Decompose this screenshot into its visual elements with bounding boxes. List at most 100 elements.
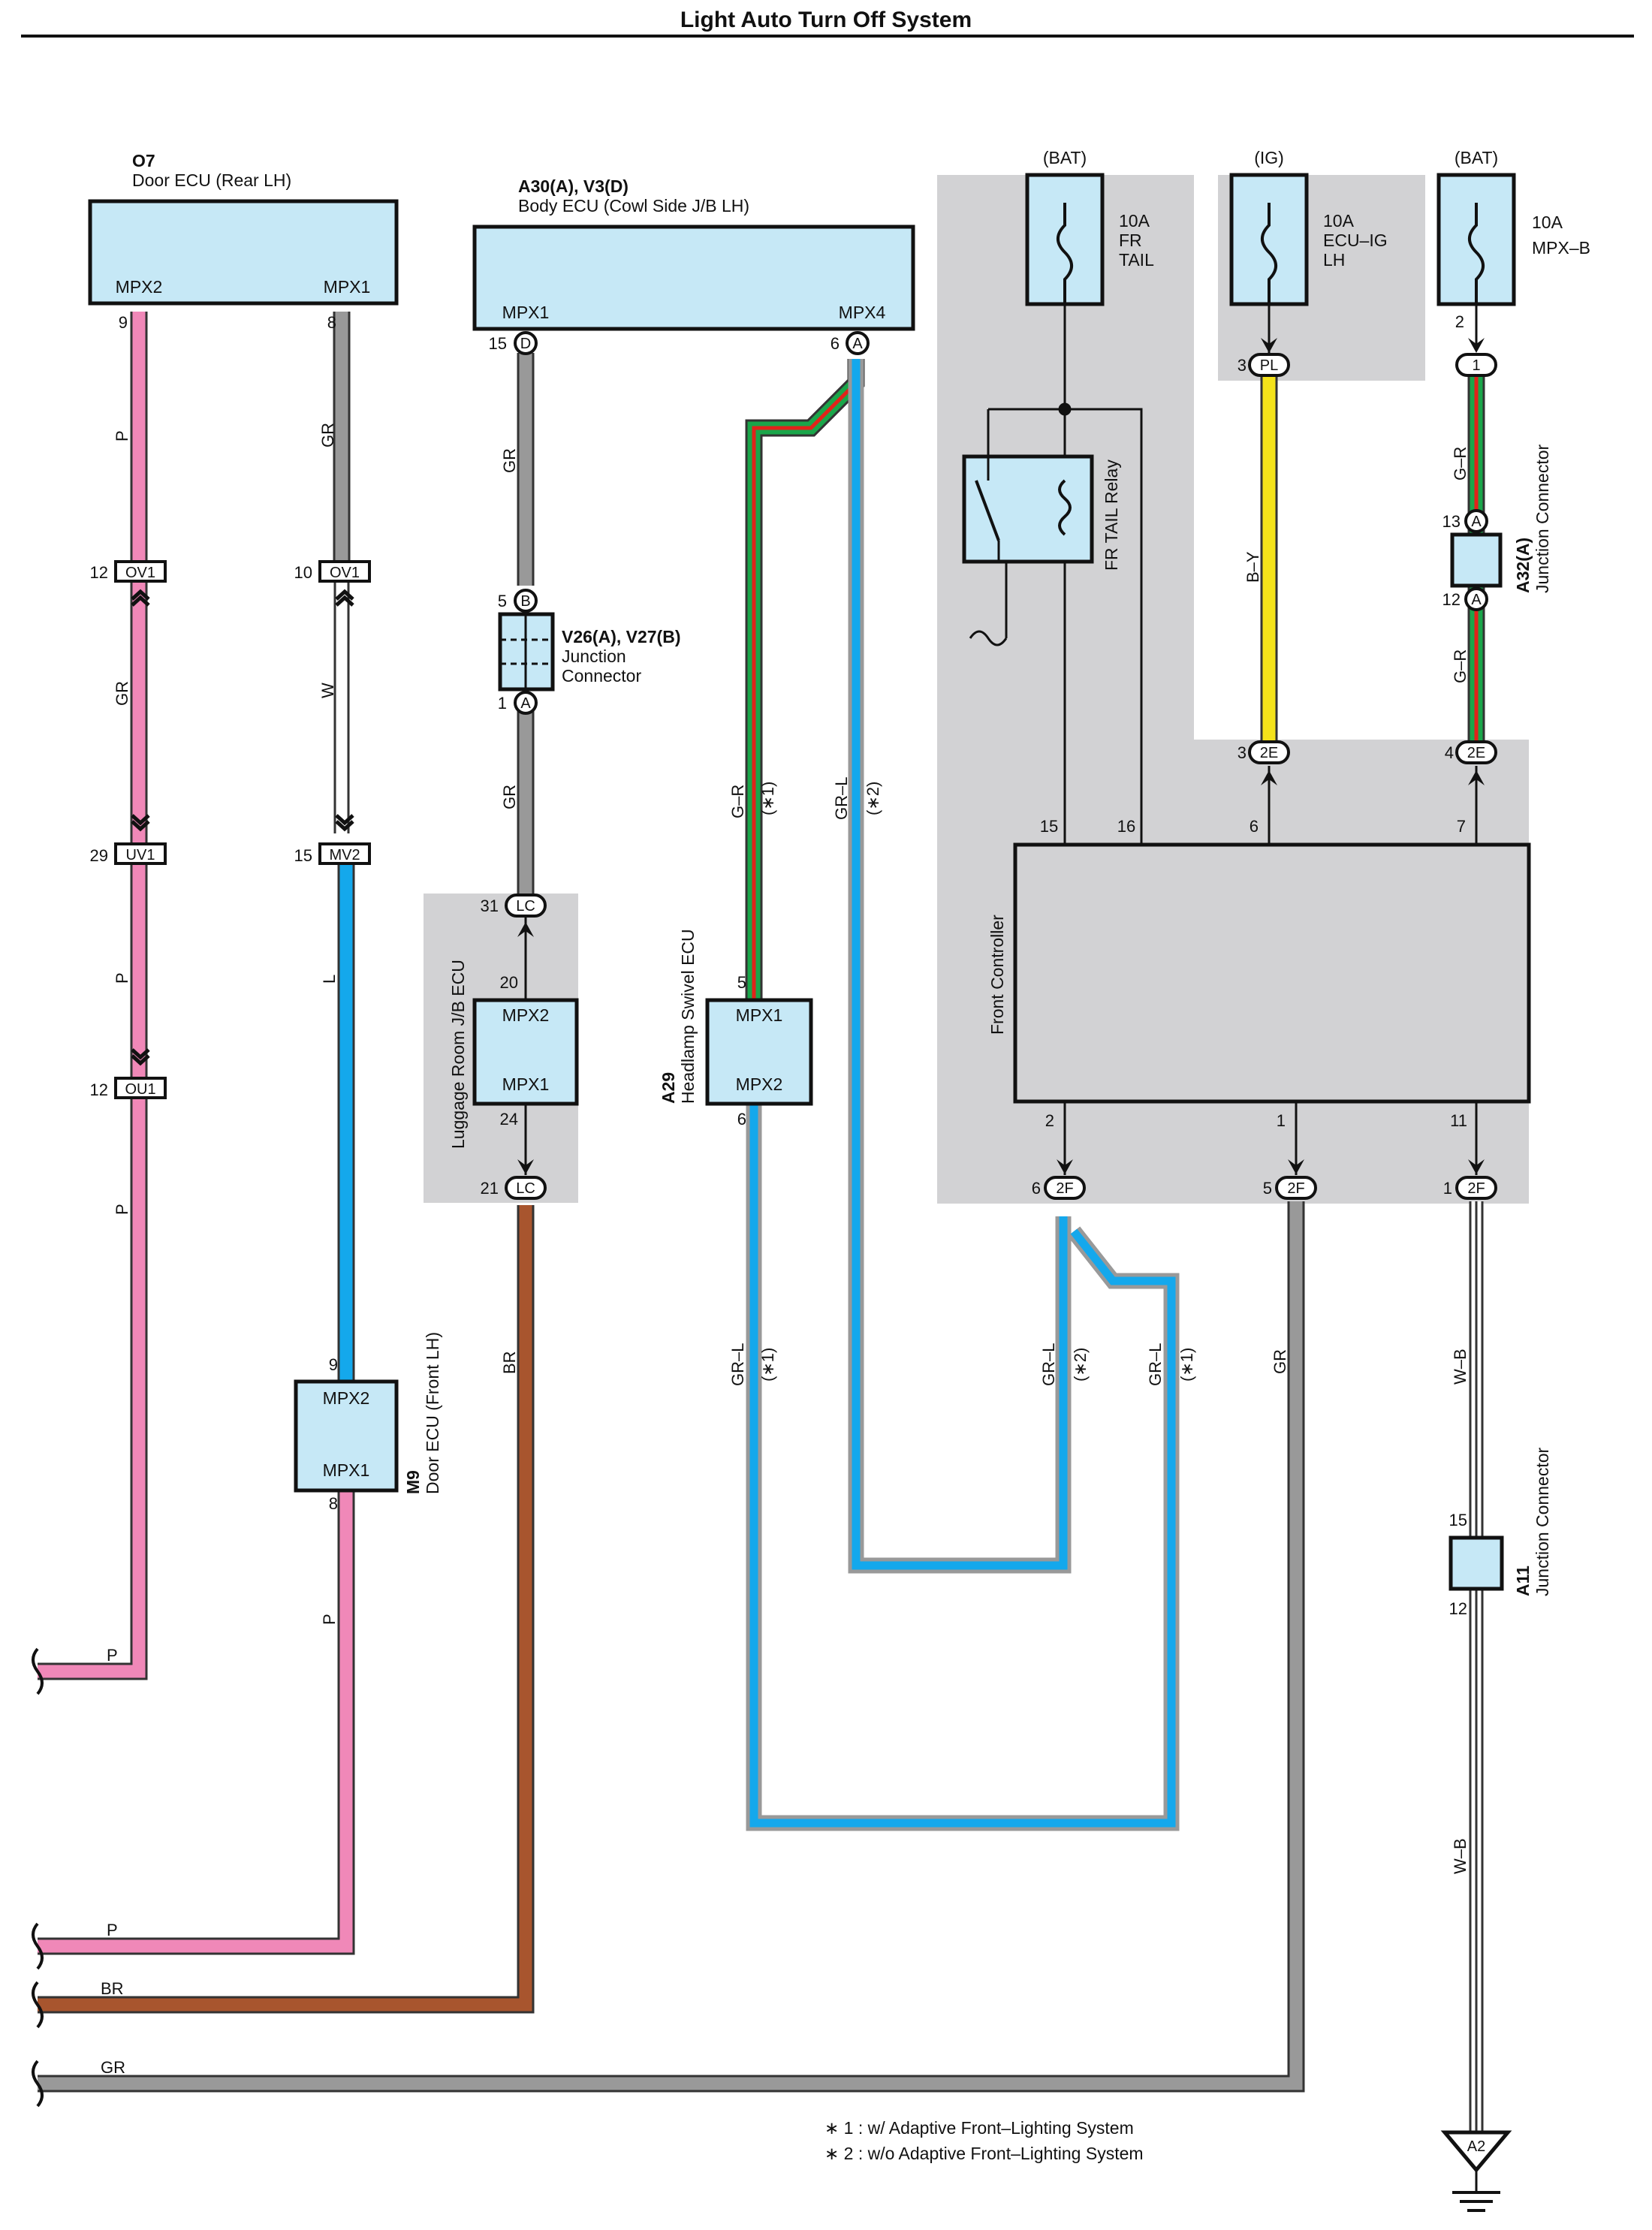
connector-ov1-left: 12 OV1 (90, 560, 167, 605)
a32-conn-bot (1464, 587, 1488, 611)
v26-name1: Junction (562, 646, 626, 666)
wire-gr-bottom (38, 1201, 1305, 2093)
o7-pin-mpx1: MPX1 (324, 277, 371, 297)
2f-b-pin: 5 (1263, 1179, 1272, 1198)
lc-top-id: LC (516, 898, 535, 915)
ground-a2: A2 (1440, 2130, 1512, 2212)
v26-bot-pin: 1 (498, 694, 507, 713)
fuse-1-line2: FR (1119, 231, 1142, 250)
a32-conn-top (1464, 509, 1488, 533)
wl-l: L (320, 975, 339, 984)
2e-right-id: 2E (1467, 745, 1485, 761)
v26-conn-a-label: A (520, 695, 531, 712)
wire-o7-mpx1 (38, 312, 355, 1955)
2e-left-id: 2E (1260, 745, 1278, 761)
fuse-2-source: (IG) (1254, 148, 1284, 167)
wl-note2-a: (∗2) (864, 782, 882, 815)
conn-d (514, 331, 538, 355)
fc-pin-1: 1 (1277, 1111, 1286, 1130)
ov1-right-pin: 10 (294, 563, 312, 582)
luggage-room-jb-ecu: MPX2 MPX1 20 24 Luggage Room J/B ECU (448, 960, 579, 1149)
o7-pin-no-9: 9 (119, 313, 128, 332)
m9-code: M9 (403, 1470, 423, 1494)
2f-b-id: 2F (1287, 1180, 1304, 1197)
m9-name: Door ECU (Front LH) (423, 1332, 442, 1494)
headlamp-pin-no-5: 5 (737, 973, 746, 992)
wl-w: W (318, 683, 337, 698)
wl-w-b-1: W–B (1451, 1349, 1470, 1385)
wl-g-r-bot: G–R (1451, 649, 1470, 683)
luggage-pin-mpx1: MPX1 (502, 1074, 550, 1094)
ov1-left-pin: 12 (90, 563, 108, 582)
lc-bot-id: LC (516, 1180, 535, 1197)
wl-gr-h: GR (101, 2058, 125, 2077)
front-controller: Front Controller 15 16 6 7 2 1 11 (987, 817, 1531, 1130)
fc-pin-11: 11 (1450, 1111, 1467, 1130)
connector-lc-bot: 21 LC (481, 1159, 547, 1200)
fc-pin-6: 6 (1250, 817, 1259, 836)
door-ecu-front-lh: MPX2 MPX1 9 8 M9 Door ECU (Front LH) (294, 1332, 442, 1513)
wl-gr-l-mid: GR–L (832, 777, 851, 820)
luggage-pin-no-24: 24 (500, 1110, 518, 1129)
ov1-right-id: OV1 (330, 565, 360, 581)
wl-p-2: P (113, 972, 131, 984)
footnotes: ∗ 1 : w/ Adaptive Front–Lighting System … (824, 2118, 1144, 2163)
o7-name: Door ECU (Rear LH) (132, 170, 291, 190)
body-ecu-pin-mpx1: MPX1 (502, 303, 550, 322)
wl-note1-a: (∗1) (758, 782, 777, 815)
wl-note1-c: (∗1) (1177, 1348, 1196, 1382)
a32-top-pin: 13 (1442, 512, 1461, 531)
mv2-pin: 15 (294, 846, 312, 865)
wire-gr-l-1 (746, 1104, 1180, 1831)
body-ecu-pin-mpx4: MPX4 (839, 303, 886, 322)
wl-gr-right: GR (1271, 1349, 1289, 1374)
body-ecu-name: Body ECU (Cowl Side J/B LH) (518, 196, 749, 215)
fr-tail-relay: FR TAIL Relay (962, 454, 1121, 571)
body-ecu-code: A30(A), V3(D) (518, 176, 629, 196)
a32-conn-bot-label: A (1471, 592, 1482, 608)
connector-2f-c: 1 2F (1443, 1159, 1497, 1200)
fuse-1-rating: 10A (1119, 211, 1150, 231)
m9-pin-no-9: 9 (329, 1355, 338, 1374)
2f-a-pin: 6 (1032, 1179, 1041, 1198)
fuse-3-source: (BAT) (1455, 148, 1498, 167)
wl-b-y: B–Y (1244, 551, 1262, 583)
junction-a32: 13 A 12 A A32(A) Junction Connector (1442, 444, 1552, 611)
2e-left-pin: 3 (1237, 743, 1247, 762)
a32-conn-top-label: A (1471, 514, 1482, 530)
m9-pin-mpx1: MPX1 (323, 1460, 370, 1480)
wl-p-5: P (107, 1646, 118, 1665)
a11-name: Junction Connector (1533, 1447, 1552, 1596)
fuse-3-line2: MPX–B (1532, 238, 1590, 258)
fuse-1-source: (BAT) (1043, 148, 1087, 167)
conn-a (846, 331, 870, 355)
mv2-id: MV2 (329, 847, 360, 863)
wl-g-r-mid: G–R (728, 785, 747, 818)
wire-green-red (745, 359, 865, 1000)
wl-p-1: P (113, 430, 131, 441)
pl-id: PL (1260, 357, 1278, 374)
fc-pin-2: 2 (1045, 1111, 1054, 1130)
2e-right-pin: 4 (1445, 743, 1454, 762)
body-ecu-pin-no-15: 15 (489, 334, 507, 353)
connector-mv2: 15 MV2 (294, 815, 371, 865)
uv1-pin: 29 (90, 846, 108, 865)
o7-pin-no-8: 8 (327, 313, 336, 332)
wl-gr-4: GR (500, 785, 519, 809)
2f-c-id: 2F (1467, 1180, 1485, 1197)
lc-top-pin: 31 (481, 897, 499, 915)
uv1-id: UV1 (126, 847, 155, 863)
fuse-2-line2: ECU–IG (1323, 231, 1388, 250)
c1-pin: 2 (1455, 312, 1464, 331)
wire-brown (38, 1205, 535, 2014)
junction-v26: 5 B 1 A V26(A), V27(B) Junction Connecto… (498, 589, 680, 715)
wire-end-marks (32, 1647, 44, 2108)
wl-p-4: P (320, 1614, 339, 1625)
connector-uv1: 29 UV1 (90, 815, 167, 865)
fuse-1-line3: TAIL (1119, 250, 1154, 270)
a32-code: A32(A) (1513, 538, 1533, 593)
fuse-ecu-ig-lh: (IG) 10A ECU–IG LH (1229, 148, 1388, 353)
fr-tail-relay-name: FR TAIL Relay (1102, 460, 1121, 571)
wl-br-vert: BR (500, 1351, 519, 1374)
connector-1: 2 1 (1455, 312, 1497, 377)
